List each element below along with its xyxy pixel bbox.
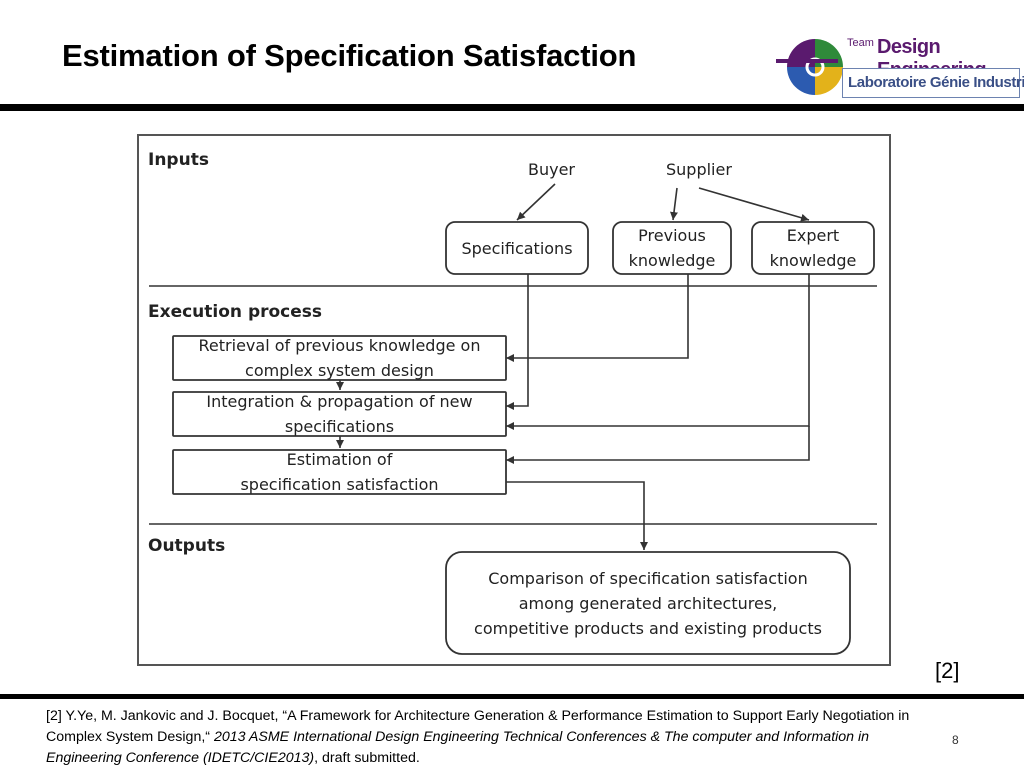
reference-authors-title: [2] Y.Ye, M. Jankovic and J. Bocquet, “A… bbox=[46, 708, 910, 745]
box-integration bbox=[172, 391, 507, 437]
arrow-supplier-expert bbox=[698, 187, 810, 222]
slide-title: Estimation of Specification Satisfaction bbox=[62, 38, 637, 73]
page-number: 8 bbox=[952, 733, 959, 747]
section-outputs-label: Outputs bbox=[148, 536, 226, 556]
actor-supplier: Supplier bbox=[666, 160, 732, 179]
reference-venue: 2013 ASME International Design Engineeri… bbox=[46, 729, 870, 766]
logo-disc-icon bbox=[787, 39, 843, 95]
arrow-buyer-specifications bbox=[516, 183, 556, 221]
diagram-connectors bbox=[149, 183, 877, 655]
actor-buyer: Buyer bbox=[528, 160, 576, 179]
arrow-specifications-integration bbox=[506, 274, 529, 410]
section-inputs-label: Inputs bbox=[148, 150, 209, 170]
box-expert-knowledge bbox=[751, 221, 875, 275]
arrow-expert-estimation bbox=[506, 426, 810, 464]
label-specifications: Specifications bbox=[461, 238, 573, 258]
logo-lab-box: Laboratoire Génie Industriel bbox=[842, 68, 1024, 98]
footer-divider bbox=[0, 694, 1024, 699]
logo-team-text: Team bbox=[847, 37, 874, 49]
arrow-supplier-previous bbox=[670, 187, 678, 221]
logo-lab-text: Laboratoire Génie Industriel bbox=[848, 74, 1024, 91]
title-divider bbox=[0, 104, 1024, 111]
box-estimation bbox=[172, 449, 507, 495]
arrow-expert-integration bbox=[506, 274, 810, 430]
footer-reference: [2] Y.Ye, M. Jankovic and J. Bocquet, “A… bbox=[46, 706, 912, 769]
flow-diagram: Inputs Execution process Outputs Buyer S… bbox=[137, 134, 891, 666]
reference-status: , draft submitted. bbox=[314, 750, 420, 766]
box-retrieval bbox=[172, 335, 507, 381]
section-execution-label: Execution process bbox=[148, 302, 323, 322]
box-specifications bbox=[445, 221, 589, 275]
arrow-previous-retrieval bbox=[506, 274, 689, 362]
box-previous-knowledge bbox=[612, 221, 732, 275]
logo-stripe bbox=[776, 59, 838, 63]
team-logo: Team Design Engineering Laboratoire Géni… bbox=[776, 34, 1024, 104]
box-output bbox=[445, 551, 851, 655]
arrow-estimation-output bbox=[506, 481, 648, 550]
label-output: Comparison of specification satisfaction… bbox=[474, 568, 822, 638]
reference-marker: [2] bbox=[935, 658, 960, 683]
